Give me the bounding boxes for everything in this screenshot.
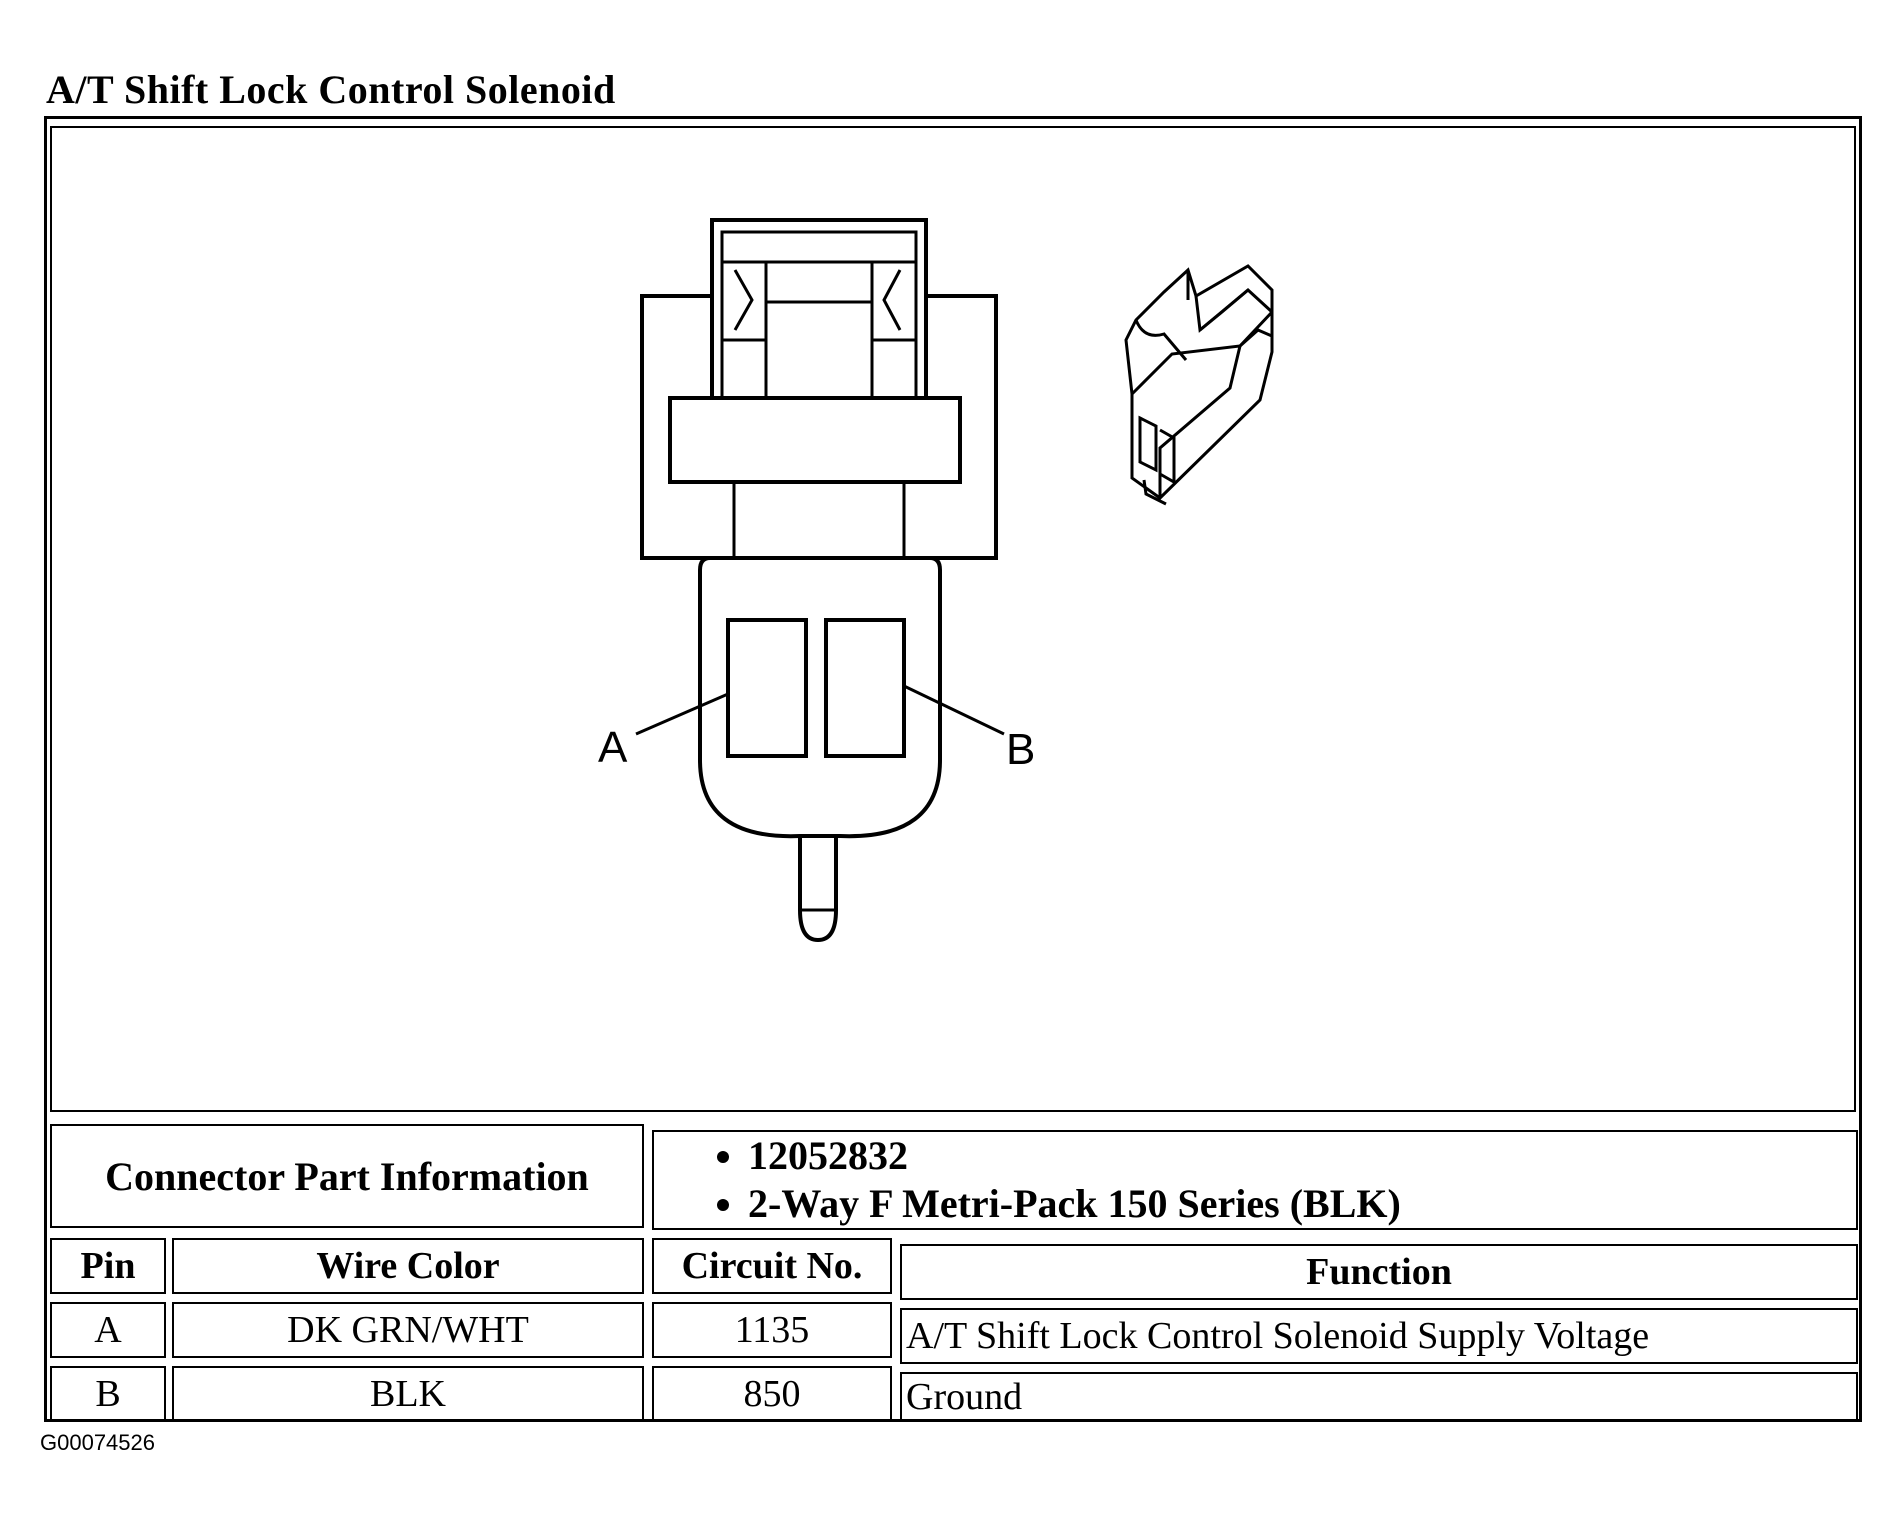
connector-part-number: 12052832 [748,1132,1401,1180]
pin-label-b: B [1006,725,1035,774]
diagram-area [50,126,1856,1112]
row-b-circuit: 850 [652,1366,892,1422]
header-function: Function [900,1244,1858,1300]
row-a-circuit: 1135 [652,1302,892,1358]
row-b-pin: B [50,1366,166,1422]
row-b-wire-color: BLK [172,1366,644,1422]
leader-a [635,692,729,736]
header-circuit-no: Circuit No. [652,1238,892,1294]
connector-info-list: 12052832 2-Way F Metri-Pack 150 Series (… [652,1130,1858,1230]
header-pin: Pin [50,1238,166,1294]
row-a-pin: A [50,1302,166,1358]
row-a-function: A/T Shift Lock Control Solenoid Supply V… [900,1308,1858,1364]
leader-b [903,684,1005,736]
connector-info-label: Connector Part Information [50,1124,644,1228]
connector-description: 2-Way F Metri-Pack 150 Series (BLK) [748,1180,1401,1228]
cavity-a [726,618,808,758]
pin-label-a: A [598,723,628,772]
connector-isometric-view [1124,264,1274,506]
row-a-wire-color: DK GRN/WHT [172,1302,644,1358]
header-wire-color: Wire Color [172,1238,644,1294]
cavity-b [824,618,906,758]
connector-face-view [635,218,1005,943]
page-title: A/T Shift Lock Control Solenoid [46,67,616,112]
row-b-function: Ground [900,1372,1858,1422]
figure-id: G00074526 [40,1430,155,1455]
